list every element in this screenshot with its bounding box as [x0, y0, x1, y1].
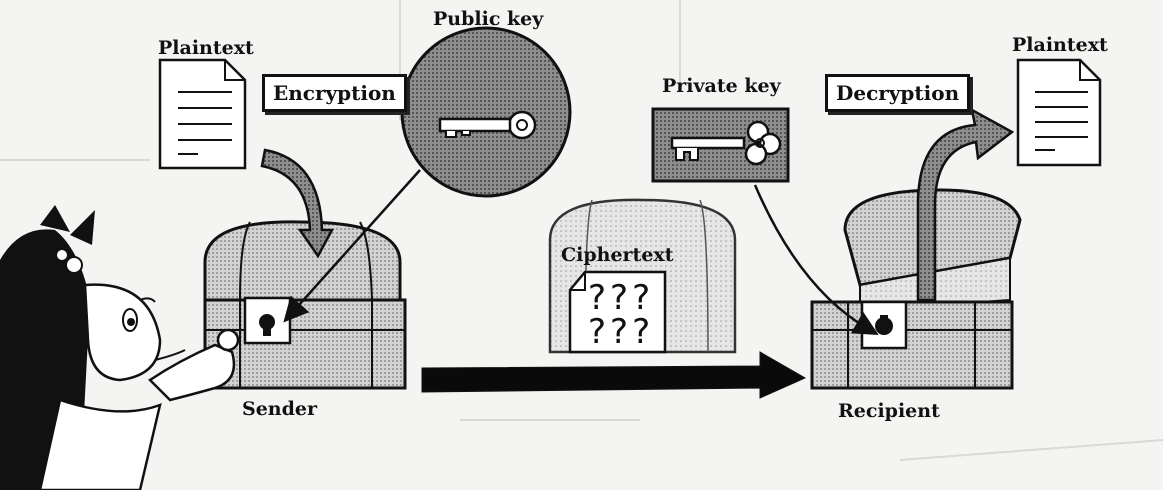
encryption-flow-arrow [260, 148, 335, 259]
encryption-label: Encryption [262, 74, 407, 112]
public-key-label: Public key [433, 8, 544, 30]
decryption-label: Decryption [825, 74, 971, 112]
private-key-box [651, 107, 790, 183]
sender-label: Sender [242, 398, 318, 420]
transmission-arrow [421, 351, 807, 399]
ciphertext-question-marks-row2: ??? [588, 312, 655, 352]
decryption-flow-arrow [916, 107, 1015, 302]
private-key-line-arrow [753, 184, 879, 335]
plaintext-left-label: Plaintext [158, 37, 254, 59]
ciphertext-question-marks-row1: ??? [588, 278, 655, 318]
recipient-chest-icon [810, 188, 1022, 390]
recipient-label: Recipient [838, 400, 940, 422]
private-key-icon [670, 120, 782, 166]
sender-padlock-icon [243, 296, 292, 345]
public-key-line-arrow [283, 169, 421, 323]
recipient-padlock-icon [860, 300, 908, 350]
private-key-label: Private key [662, 75, 781, 97]
ciphertext-paper-icon [568, 270, 667, 354]
plaintext-document-left-icon [158, 58, 247, 170]
plaintext-document-right-icon [1016, 58, 1102, 167]
background-panels [0, 0, 1163, 461]
girl-character [0, 205, 240, 490]
public-key-circle [400, 26, 572, 198]
ciphertext-chest-icon [548, 198, 737, 354]
ciphertext-label: Ciphertext [561, 244, 674, 266]
public-key-icon [438, 110, 537, 140]
plaintext-right-label: Plaintext [1012, 34, 1108, 56]
